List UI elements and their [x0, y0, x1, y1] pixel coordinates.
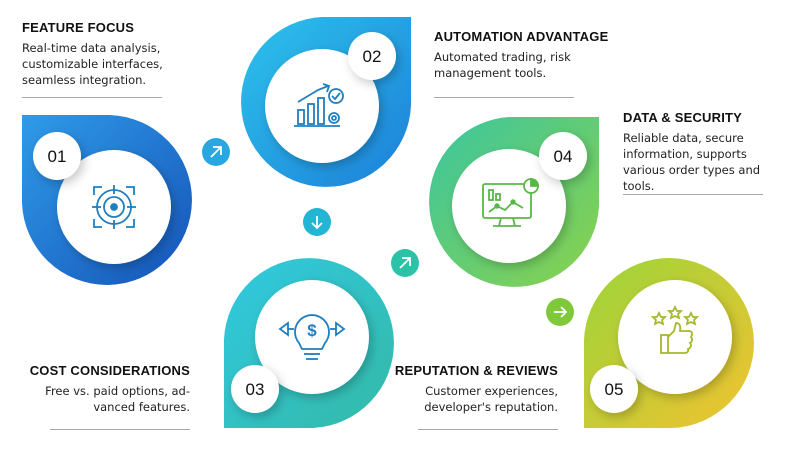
divider	[434, 97, 574, 98]
step-01-desc-line: customizable interfaces,	[22, 57, 163, 71]
step-04-title: DATA & SECURITY	[623, 110, 743, 125]
step-05-text: REPUTATION & REVIEWS Customer experience…	[392, 363, 558, 415]
divider	[623, 194, 763, 195]
step-02-desc-line: Automated trading, risk	[434, 50, 571, 64]
step-04-desc-line: various order types and	[623, 163, 761, 177]
step-05-shape	[584, 258, 754, 428]
step-01-desc-line: seamless integration.	[22, 73, 147, 87]
step-02-title: AUTOMATION ADVANTAGE	[434, 29, 609, 44]
step-01-desc-line: Real-time data analysis,	[22, 41, 161, 55]
step-03-text: COST CONSIDERATIONS Free vs. paid option…	[8, 363, 190, 415]
step-03-title: COST CONSIDERATIONS	[29, 363, 190, 378]
growth-chart-icon	[294, 83, 344, 127]
svg-text:$: $	[307, 321, 317, 340]
dollar-bulb-icon: $	[278, 314, 346, 360]
step-04-number: 04	[554, 147, 573, 166]
step-02-text: AUTOMATION ADVANTAGE Automated trading, …	[434, 29, 634, 81]
divider	[418, 429, 558, 430]
step-04-desc-line: tools.	[623, 179, 655, 193]
step-02-number: 02	[363, 47, 382, 66]
divider	[50, 429, 190, 430]
step-04-text: DATA & SECURITY Reliable data, secure in…	[623, 110, 793, 194]
divider	[22, 97, 162, 98]
step-04-desc-line: information, supports	[623, 147, 747, 161]
thumbs-up-stars-icon	[650, 304, 700, 354]
arrow-down-icon	[303, 208, 331, 236]
step-05-number: 05	[605, 380, 624, 399]
step-04-desc-line: Reliable data, secure	[623, 131, 744, 145]
step-05-desc-line: developer's reputation.	[424, 400, 558, 414]
arrow-right-icon	[546, 298, 574, 326]
step-03-desc-line: Free vs. paid options, ad-	[45, 384, 190, 398]
step-01-number: 01	[48, 147, 67, 166]
step-02-shape	[241, 17, 411, 187]
step-05-desc-line: Customer experiences,	[425, 384, 558, 398]
target-icon	[92, 185, 136, 229]
monitor-analytics-icon	[482, 178, 539, 227]
step-01-text: FEATURE FOCUS Real-time data analysis, c…	[22, 20, 212, 88]
step-03-number: 03	[246, 380, 265, 399]
step-03-desc-line: vanced features.	[93, 400, 190, 414]
step-02-desc-line: management tools.	[434, 66, 547, 80]
step-03-shape	[224, 258, 394, 428]
step-05-title: REPUTATION & REVIEWS	[394, 363, 558, 378]
step-01-title: FEATURE FOCUS	[22, 20, 135, 35]
arrow-up-right-icon	[391, 249, 419, 277]
arrow-up-right-icon	[202, 138, 230, 166]
